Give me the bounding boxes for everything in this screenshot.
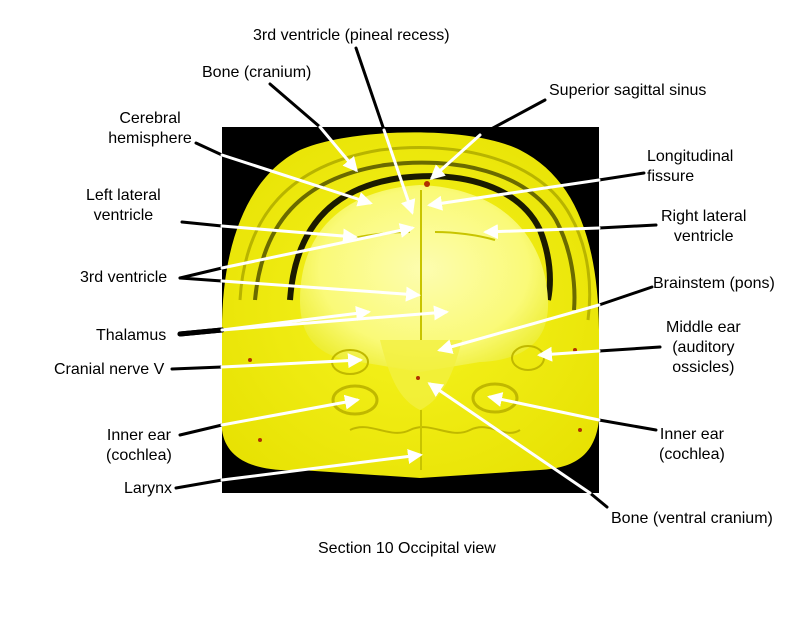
figure-caption: Section 10 Occipital view	[318, 540, 496, 557]
tissue-spot	[573, 348, 577, 352]
label-line: fissure	[647, 168, 695, 185]
label-line: Inner ear	[106, 427, 171, 444]
label-bone-ventral-cranium: Bone (ventral cranium)	[611, 510, 773, 527]
label-line: ventricle	[93, 207, 154, 224]
label-line: (cochlea)	[106, 447, 172, 464]
label-line: Middle ear	[666, 319, 741, 336]
label-inner-ear-left: Inner ear (cochlea)	[106, 426, 172, 466]
label-line: Right lateral	[661, 208, 747, 225]
tissue-spot	[578, 428, 582, 432]
label-superior-sagittal-sinus: Superior sagittal sinus	[549, 82, 707, 99]
label-bone-cranium: Bone (cranium)	[202, 64, 312, 81]
tissue-spot	[424, 181, 430, 187]
label-line: (auditory	[672, 339, 735, 356]
leader-lines	[170, 46, 662, 509]
cranium-layer-inner	[253, 160, 577, 311]
label-longitudinal-fissure: Longitudinal fissure	[647, 147, 733, 187]
label-left-lateral-ventricle: Left lateral ventricle	[86, 186, 161, 226]
label-3rd-ventricle: 3rd ventricle	[80, 269, 168, 286]
label-3rd-ventricle-pineal-recess: 3rd ventricle (pineal recess)	[253, 27, 450, 44]
label-thalamus: Thalamus	[96, 327, 167, 344]
label-cranial-nerve-v: Cranial nerve V	[54, 361, 165, 378]
right-cochlea	[471, 382, 519, 414]
label-line: ventricle	[673, 228, 734, 245]
label-middle-ear: Middle ear (auditory ossicles)	[666, 318, 741, 378]
dura-gap	[287, 173, 553, 301]
tissue-spot	[248, 358, 252, 362]
label-line: Longitudinal	[647, 148, 734, 165]
label-line: hemisphere	[108, 130, 192, 147]
tissue-spot	[416, 376, 420, 380]
label-line: ossicles)	[672, 359, 735, 376]
label-line: (cochlea)	[659, 446, 725, 463]
left-cochlea	[331, 384, 379, 416]
brainstem	[380, 340, 462, 410]
tissue-spot	[258, 438, 262, 442]
label-inner-ear-right: Inner ear (cochlea)	[659, 425, 725, 465]
label-line: Left lateral	[86, 187, 161, 204]
label-brainstem-pons: Brainstem (pons)	[653, 275, 775, 292]
label-line: Cerebral	[119, 110, 181, 127]
label-larynx: Larynx	[124, 480, 173, 497]
label-right-lateral-ventricle: Right lateral ventricle	[661, 207, 746, 247]
label-line: Inner ear	[659, 426, 724, 443]
label-cerebral-hemisphere: Cerebral hemisphere	[90, 109, 210, 149]
